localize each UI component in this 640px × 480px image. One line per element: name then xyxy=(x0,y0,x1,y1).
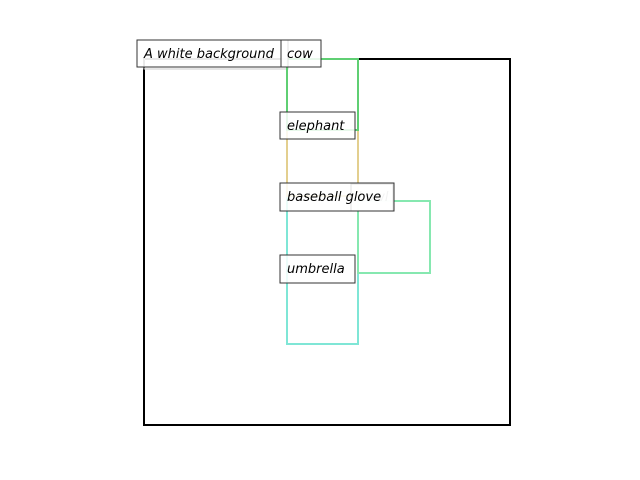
cow-label-text: cow xyxy=(287,47,313,62)
umbrella-label-text: umbrella xyxy=(287,262,345,277)
elephant-label-tag: elephant xyxy=(279,111,356,140)
bowl-box xyxy=(357,200,431,274)
umbrella-label-tag: umbrella xyxy=(279,254,356,284)
baseball-glove-label-text: baseball glove xyxy=(287,190,381,205)
background-label-tag: A white background xyxy=(136,39,289,68)
cow-label-tag: cow xyxy=(280,39,322,68)
background-label-text: A white background xyxy=(143,47,275,62)
baseball-glove-label-tag: baseball glove xyxy=(279,182,395,212)
elephant-label-text: elephant xyxy=(287,119,345,134)
